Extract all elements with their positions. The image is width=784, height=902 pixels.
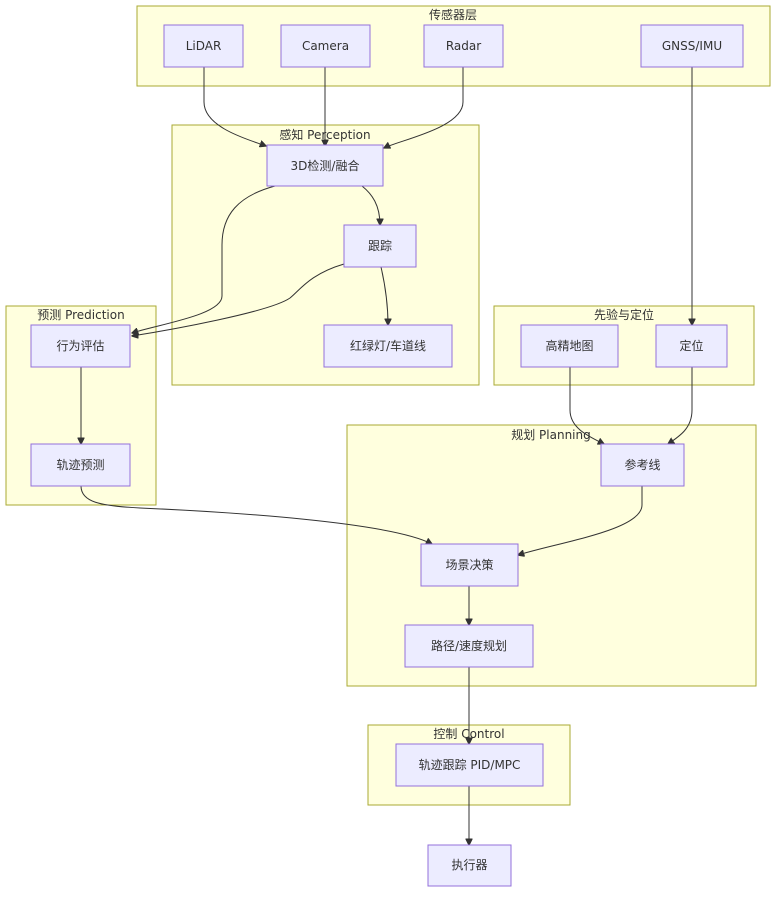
node-path-speed-planning[interactable]: 路径/速度规划 xyxy=(404,624,534,668)
node-traffic-light-lane[interactable]: 红绿灯/车道线 xyxy=(323,324,453,368)
node-3d-detection-fusion[interactable]: 3D检测/融合 xyxy=(266,144,384,187)
node-label-radar: Radar xyxy=(446,39,481,53)
node-label-trajectory-tracking-control: 轨迹跟踪 PID/MPC xyxy=(419,758,521,772)
node-hd-map[interactable]: 高精地图 xyxy=(520,324,619,368)
node-label-camera: Camera xyxy=(302,39,349,53)
cluster-label-prior-localization: 先验与定位 xyxy=(594,307,654,322)
node-scene-decision[interactable]: 场景决策 xyxy=(420,543,519,587)
node-camera[interactable]: Camera xyxy=(280,24,371,68)
node-radar[interactable]: Radar xyxy=(423,24,504,68)
node-label-behavior-eval: 行为评估 xyxy=(56,339,104,353)
cluster-label-planning: 规划 Planning xyxy=(511,427,591,442)
node-label-gnss-imu: GNSS/IMU xyxy=(662,39,722,53)
node-actuator[interactable]: 执行器 xyxy=(427,844,512,887)
edge-refline-decision xyxy=(518,486,643,555)
node-trajectory-prediction[interactable]: 轨迹预测 xyxy=(30,443,131,487)
node-label-hd-map: 高精地图 xyxy=(545,338,593,353)
edge-detect-track xyxy=(361,185,380,225)
edge-detect-behavior xyxy=(132,185,276,333)
edge-hdmap-refline xyxy=(569,367,604,444)
node-label-localization: 定位 xyxy=(679,338,703,353)
node-behavior-eval[interactable]: 行为评估 xyxy=(30,324,131,368)
node-label-lidar: LiDAR xyxy=(186,39,222,53)
edge-locate-refline xyxy=(668,367,693,444)
edge-trajectory-decision xyxy=(80,485,432,544)
node-reference-line[interactable]: 参考线 xyxy=(600,443,685,487)
node-label-tracking: 跟踪 xyxy=(368,239,392,253)
node-localization[interactable]: 定位 xyxy=(655,324,728,368)
node-label-3d-detection-fusion: 3D检测/融合 xyxy=(291,158,360,173)
node-label-path-speed-planning: 路径/速度规划 xyxy=(431,638,507,653)
edge-track-traffic xyxy=(380,266,388,325)
edges xyxy=(81,67,692,845)
node-label-traffic-light-lane: 红绿灯/车道线 xyxy=(350,338,426,353)
edge-radar-detect xyxy=(384,67,464,148)
cluster-label-prediction: 预测 Prediction xyxy=(37,308,124,322)
edge-lidar-detect xyxy=(203,67,266,146)
node-label-reference-line: 参考线 xyxy=(624,457,660,472)
node-label-actuator: 执行器 xyxy=(451,858,487,872)
node-trajectory-tracking-control[interactable]: 轨迹跟踪 PID/MPC xyxy=(395,743,544,787)
node-label-trajectory-prediction: 轨迹预测 xyxy=(56,458,104,472)
node-lidar[interactable]: LiDAR xyxy=(163,24,244,68)
node-tracking[interactable]: 跟踪 xyxy=(343,224,417,268)
node-gnss-imu[interactable]: GNSS/IMU xyxy=(640,24,744,68)
node-label-scene-decision: 场景决策 xyxy=(445,558,493,572)
cluster-label-sensors: 传感器层 xyxy=(429,7,477,22)
edge-track-behavior xyxy=(132,263,345,336)
